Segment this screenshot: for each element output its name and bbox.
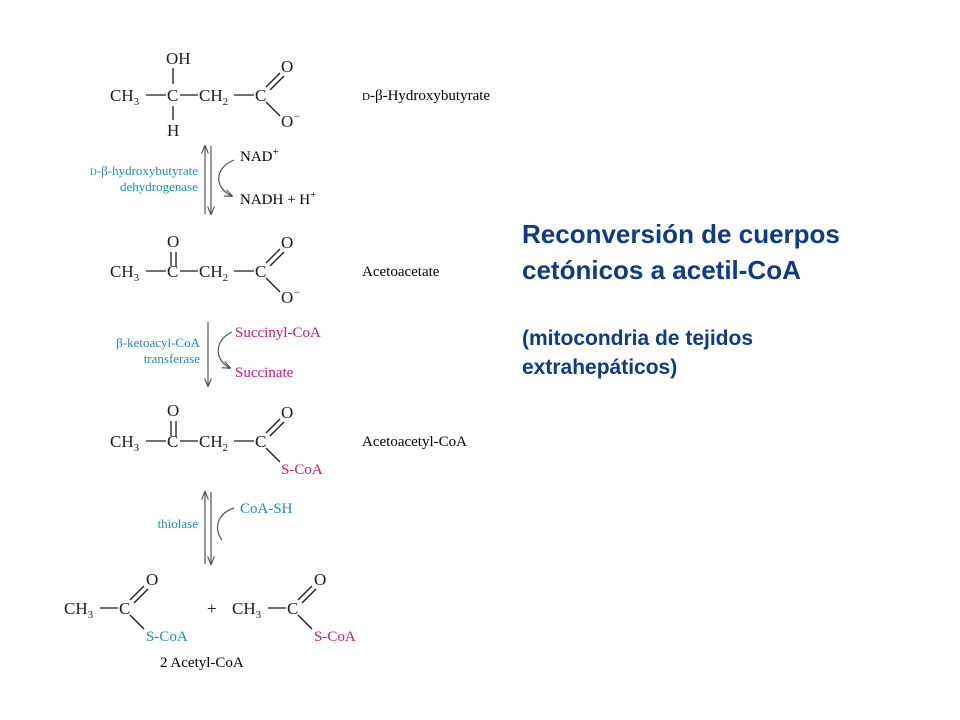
svg-text:CH2: CH2 <box>199 432 228 454</box>
ch2-label: CH <box>199 86 223 105</box>
carbon-label: C <box>167 432 178 451</box>
compound-name-acetyl-coa: 2 Acetyl-CoA <box>160 655 244 671</box>
oxygen-label: O <box>281 403 293 422</box>
compound-acetoacetate: O CH3 C CH2 C O O− <box>110 232 300 307</box>
cofactor-in-2: Succinyl-CoA <box>235 325 321 341</box>
cofactor-in-1: NAD+ <box>240 146 279 165</box>
reaction-arrow-2 <box>208 322 233 386</box>
scoa-label: S-CoA <box>314 629 356 645</box>
reaction-arrow-1 <box>205 146 235 214</box>
title-line-2: cetónicos a acetil-CoA <box>522 255 801 285</box>
carbon-label: C <box>167 262 178 281</box>
slide-title: Reconversión de cuerpos cetónicos a acet… <box>522 216 942 288</box>
compound-acetoacetyl-coa: O CH3 C CH2 C O S-CoA <box>110 401 323 478</box>
enzyme-label-2: β-ketoacyl-CoA transferase <box>116 335 200 366</box>
compound-name-acetoacetyl-coa: Acetoacetyl-CoA <box>362 434 467 450</box>
enzyme-label-1: D-β-hydroxybutyrate dehydrogenase <box>90 163 198 194</box>
h-label: H <box>167 121 179 140</box>
compound-hydroxybutyrate: OH CH3 C CH2 C H O O− <box>110 49 300 140</box>
svg-text:CH3: CH3 <box>64 599 94 621</box>
ch3-label: CH <box>64 599 88 618</box>
svg-text:D-β-hydroxybutyrate: D-β-hydroxybutyrate <box>90 163 198 178</box>
ch3-label: CH <box>110 262 134 281</box>
ch3-label: CH <box>232 599 256 618</box>
plus-sign: + <box>207 599 217 618</box>
oh-group: OH <box>166 49 191 68</box>
compound-acetyl-coa-1: CH3 C O S-CoA <box>64 570 188 645</box>
oxygen-label: O <box>281 288 293 307</box>
subtitle-line-2: extrahepáticos) <box>522 356 678 379</box>
oxygen-label: O <box>314 570 326 589</box>
svg-text:CH3: CH3 <box>110 432 140 454</box>
oxygen-label: O <box>167 232 179 251</box>
svg-text:β-ketoacyl-CoA: β-ketoacyl-CoA <box>116 335 200 350</box>
carbon-label: C <box>287 599 298 618</box>
compound-name-acetoacetate: Acetoacetate <box>362 264 440 280</box>
carbon-label: C <box>255 262 266 281</box>
svg-text:CH3: CH3 <box>110 262 140 284</box>
ch2-label: CH <box>199 432 223 451</box>
subtitle-line-1: (mitocondria de tejidos <box>522 327 754 350</box>
carbon-label: C <box>255 432 266 451</box>
ketone-pathway-diagram: OH CH3 C CH2 C H O O− D-β-Hydroxybutyrat… <box>64 49 490 671</box>
compound-name-hydroxybutyrate: D-β-Hydroxybutyrate <box>362 88 490 104</box>
slide-subtitle: (mitocondria de tejidos extrahepáticos) <box>522 324 942 382</box>
scoa-label: S-CoA <box>281 462 323 478</box>
cofactor-in-3: CoA-SH <box>240 501 293 517</box>
reaction-arrow-3 <box>205 492 235 564</box>
title-line-1: Reconversión de cuerpos <box>522 219 840 249</box>
carbon-label: C <box>255 86 266 105</box>
oxygen-label: O <box>281 233 293 252</box>
enzyme-label-3: thiolase <box>158 516 199 531</box>
carbon-label: C <box>167 86 178 105</box>
svg-text:CH2: CH2 <box>199 262 228 284</box>
svg-text:CH3: CH3 <box>110 86 140 108</box>
ch3-label: CH <box>110 432 134 451</box>
compound-acetyl-coa-2: CH3 C O S-CoA <box>232 570 356 645</box>
svg-text:transferase: transferase <box>144 351 201 366</box>
svg-text:O−: O− <box>281 285 300 307</box>
oxygen-label: O <box>167 401 179 420</box>
svg-text:CH2: CH2 <box>199 86 228 108</box>
svg-text:CH3: CH3 <box>232 599 262 621</box>
svg-text:dehydrogenase: dehydrogenase <box>120 179 198 194</box>
svg-text:O−: O− <box>281 109 300 131</box>
oxygen-label: O <box>281 57 293 76</box>
oxygen-label: O <box>146 570 158 589</box>
cofactor-out-1: NADH + H+ <box>240 189 316 208</box>
oxygen-label: O <box>281 112 293 131</box>
scoa-label: S-CoA <box>146 629 188 645</box>
carbon-label: C <box>119 599 130 618</box>
ch3-label: CH <box>110 86 134 105</box>
cofactor-out-2: Succinate <box>235 365 294 381</box>
ch2-label: CH <box>199 262 223 281</box>
